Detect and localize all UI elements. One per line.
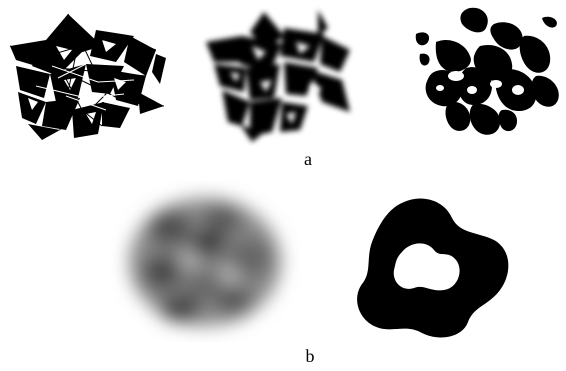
caption-a: a (288, 150, 328, 168)
polygon-pattern-image (6, 6, 166, 146)
blurred-polygon-image (200, 6, 362, 146)
thresholded-shape-image (352, 194, 518, 340)
thresholded-blob-image (410, 6, 565, 146)
heavily-blurred-image (110, 180, 300, 342)
caption-b: b (290, 347, 330, 365)
